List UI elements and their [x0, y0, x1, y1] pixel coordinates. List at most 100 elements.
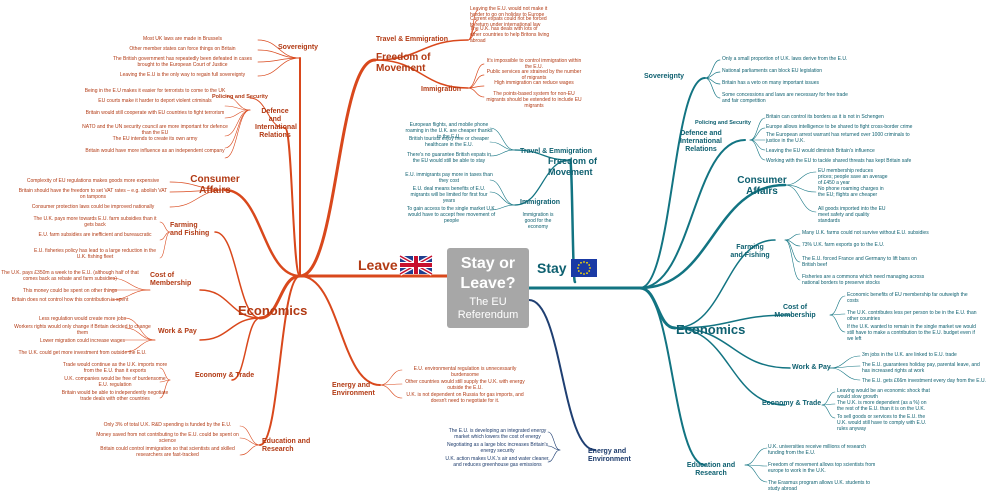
stay-travel-leaf-line: [489, 149, 516, 157]
stay-farming-leaf: 73% U.K. farm exports go to the E.U.: [802, 242, 885, 248]
leave-trade-leaf-line: [159, 379, 171, 383]
stay-immigration-leaf: Immigration is good for the economy: [522, 212, 554, 230]
stay-farming-label: Farming and Fishing: [730, 244, 770, 259]
stay-trade-leaf: The U.K. is more dependent (as a %) on t…: [837, 400, 927, 412]
leave-travel-label: Travel & Emmigration: [376, 36, 448, 43]
leave-consumer-leaf-line: [169, 189, 226, 208]
leave-consumer-leaf: Britain should have the freedom to set V…: [18, 188, 168, 200]
stay-work-leaf-line: [829, 365, 861, 369]
leave-defence-label: Defence and International Relations: [255, 108, 298, 139]
stay-defence-leaf: The European arrest warrant has returned…: [766, 132, 910, 144]
stay-farming-leaf: The E.U. forced France and Germany to li…: [802, 256, 917, 268]
leave-defence-leaf: Being in the E.U makes it easier for ter…: [84, 88, 226, 94]
stay-travel-branch: [514, 149, 571, 161]
stay-farming-branch: [674, 239, 776, 329]
leave-memb-leaf-line: [109, 277, 151, 291]
leave-farming-leaf: The U.K. pays more towards E.U. farm sub…: [33, 216, 157, 228]
leave-travel-leaf: Current expats could not be forced to re…: [470, 16, 547, 28]
leave-defence-leaf: EU courts make it harder to deport viole…: [98, 98, 212, 104]
stay-trade-label: Economy & Trade: [762, 400, 822, 407]
leave-trade-branch: [231, 317, 261, 381]
leave-consumer-leaf: Consumer protection laws could be improv…: [31, 204, 155, 210]
stay-travel-leaf-line: [489, 127, 516, 151]
stay-edu-leaf-line: [744, 447, 768, 466]
leave-immigration-leaf-line: [467, 87, 485, 98]
stay-sovereignty-branch: [639, 77, 706, 289]
stay-consumer-label: Consumer Affairs: [737, 175, 787, 197]
leave-defence-leaf: NATO and the UN security council are mor…: [82, 124, 228, 136]
stay-consumer-leaf: All goods imported into the EU meet safe…: [818, 206, 886, 224]
stay-consumer-leaf-line: [784, 171, 817, 186]
stay-consumer-leaf-line: [784, 184, 817, 213]
leave-edu-leaf-line: [239, 437, 261, 446]
stay-trade-leaf-line: [821, 403, 836, 406]
leave-def-leaf-line: [224, 95, 251, 111]
leave-work-leaf: Workers rights would only change if Brit…: [14, 324, 151, 336]
leave-immigration-label: Immigration: [421, 86, 462, 93]
stay-immigration-leaf: E.U. deal means benefits of E.U. migrant…: [410, 186, 488, 204]
leave-def-leaf-line: [224, 109, 251, 159]
stay-energy-leaf: Negotiating as a large bloc increases Br…: [446, 442, 548, 454]
leave-def-leaf-line: [224, 105, 251, 111]
leave-energy-leaf: Other countries would still supply the U…: [405, 379, 525, 391]
stay-immigration-leaf: To gain access to the single market U.K.…: [406, 206, 497, 224]
stay-work-leaf: 3m jobs in the U.K. are linked to E.U. t…: [862, 352, 957, 358]
stay-imm-leaf-line: [489, 179, 516, 206]
stay-membership-leaf: The U.K. contributes less per person to …: [847, 310, 977, 322]
stay-defence-leaf: Working with the EU to tackle shared thr…: [766, 158, 912, 164]
leave-consumer-branch: [223, 188, 302, 278]
leave-education-leaf: Britain could control immigration so tha…: [100, 446, 235, 458]
leave-energy-branch: [299, 275, 381, 386]
leave-consumer-leaf: Complexity of EU regulations makes goods…: [26, 178, 160, 184]
stay-defence-leaf: Leaving the EU would diminish Britain's …: [766, 148, 875, 154]
leave-sovereignty-leaf: Other member states can force things on …: [129, 46, 236, 52]
leave-defence-leaf: Britain would still cooperate with EU co…: [85, 110, 225, 116]
leave-membership-branch: [199, 289, 261, 319]
stay-immigration-branch: [514, 159, 571, 206]
stay-sovereignty-leaf: Britain has a veto on many important iss…: [722, 80, 819, 86]
stay-education-branch: [639, 287, 706, 466]
stay-def-leaf-line: [749, 139, 766, 151]
stay-membership-leaf: Economic benefits of EU membership far o…: [847, 292, 968, 304]
stay-energy-leaf: U.K. action makes U.K.'s air and water c…: [445, 456, 550, 468]
stay-economics-label: Economics: [676, 322, 746, 337]
stay-energy-leaf-line: [547, 431, 561, 451]
stay-work-branch: [674, 327, 791, 369]
stay-farming-leaf: Fisheries are a commons which need manag…: [802, 274, 925, 286]
leave-education-leaf: Only 3% of total U.K. R&D spending is fu…: [103, 422, 232, 428]
leave-sovereignty-leaf: Leaving the E.U is the only way to regai…: [119, 72, 246, 78]
leave-immigration-leaf: The points-based system for non-EU migra…: [486, 91, 582, 109]
stay-farming-leaf: Many U.K. farms could not survive withou…: [802, 230, 929, 236]
stay-travel-label: Travel & Emmigration: [520, 148, 592, 155]
stay-defence-leaf: Europe allows intelligence to be shared …: [766, 124, 913, 130]
leave-sovereignty-leaf: The British government has repeatedly be…: [113, 56, 252, 68]
leave-work-leaf-line: [124, 339, 156, 353]
leave-farm-leaf-line: [159, 221, 171, 233]
leave-work-label: Work & Pay: [158, 328, 197, 335]
leave-fom-label: Freedom of Movement: [376, 52, 431, 74]
stay-energy-leaf-line: [547, 445, 561, 451]
stay-trade-leaf: Leaving would be an economic shock that …: [837, 388, 930, 400]
leave-membership-label: Cost of Membership: [150, 272, 192, 287]
leave-immigration-leaf: High immigration can reduce wages: [494, 80, 574, 86]
leave-travel-leaf: The U.K. has deals with lots of other co…: [470, 26, 550, 44]
leave-travel-leaf: Leaving the E.U. would not make it harde…: [470, 6, 548, 18]
leave-police-line: [249, 97, 286, 129]
stay-education-leaf: U.K. universities receive millions of re…: [768, 444, 867, 456]
stay-travel-leaf-line: [489, 141, 516, 151]
stay-farm-leaf-line: [784, 239, 801, 281]
leave-farming-leaf: E.U. fisheries policy has lead to a larg…: [33, 248, 156, 260]
stay-membership-leaf: If the U.K. wanted to remain in the sing…: [847, 324, 976, 342]
stay-immigration-leaf: E.U. immigrants pay more in taxes than t…: [405, 172, 493, 184]
leave-farming-leaf: E.U. farm subsidies are inefficient and …: [38, 232, 152, 238]
leave-edu-leaf-line: [239, 425, 261, 446]
leave-memb-leaf-line: [109, 289, 151, 301]
stay-consumer-leaf: No phone roaming charges in the EU; flig…: [818, 186, 884, 198]
stay-energy-label: Energy and Environment: [588, 448, 631, 463]
leave-edu-leaf-line: [239, 444, 261, 456]
stay-trade-leaf-line: [821, 404, 836, 419]
stay-defence-label: Defence and International Relations: [679, 130, 722, 153]
stay-education-leaf: Freedom of movement allows top scientist…: [768, 462, 876, 474]
stay-farm-leaf-line: [784, 233, 801, 241]
